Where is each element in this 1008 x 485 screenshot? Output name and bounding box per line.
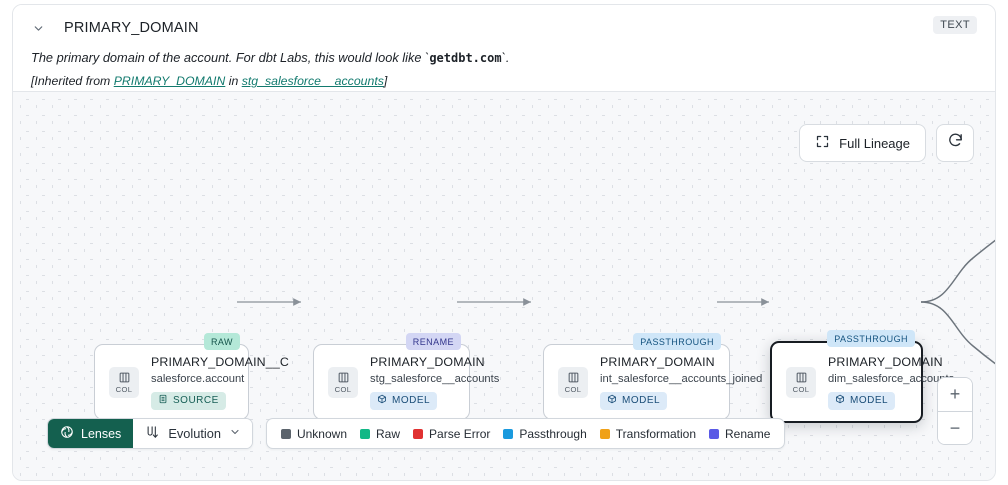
node-name: PRIMARY_DOMAIN (600, 354, 715, 369)
zoom-controls: + − (937, 377, 973, 445)
legend-swatch-unknown (280, 428, 291, 439)
inherited-suffix: ] (383, 74, 388, 89)
lenses-evolution-group: Lenses Evolution (47, 418, 253, 449)
node-body: PRIMARY_DOMAIN__C salesforce.account SOU… (151, 352, 289, 413)
node-badge: RAW (203, 333, 240, 350)
legend-item: Passthrough (503, 426, 587, 441)
node-body: PRIMARY_DOMAIN dim_salesforce_accounts M… (828, 352, 954, 413)
legend-label: Rename (725, 426, 771, 441)
legend-label: Unknown (296, 426, 347, 441)
legend-label: Transformation (615, 426, 697, 441)
node-body: PRIMARY_DOMAIN int_salesforce__accounts_… (600, 352, 762, 413)
column-icon-label: COL (115, 384, 133, 394)
legend-swatch-raw (360, 428, 370, 439)
column-icon: COL (558, 366, 588, 398)
legend-item: Parse Error (413, 427, 490, 441)
column-icon-label: COL (792, 384, 810, 394)
cube-icon (377, 394, 387, 407)
node-subtitle: dim_salesforce_accounts (828, 372, 955, 385)
inherited-note: [Inherited from PRIMARY_DOMAIN in stg_sa… (31, 74, 977, 90)
legend-item: Rename (709, 427, 770, 441)
evolution-dropdown[interactable]: Evolution (133, 419, 252, 448)
column-lineage-card: PRIMARY_DOMAIN TEXT The primary domain o… (12, 4, 996, 481)
legend-swatch-rename (709, 428, 720, 439)
node-type-tag: SOURCE (151, 391, 226, 410)
inherited-prefix: [Inherited from (31, 74, 114, 89)
canvas-toolbar: Full Lineage (799, 124, 974, 162)
column-icon-label: COL (564, 384, 582, 394)
node-type-tag: MODEL (600, 391, 668, 410)
node-body: PRIMARY_DOMAIN stg_salesforce__accounts … (370, 352, 499, 413)
full-lineage-button[interactable]: Full Lineage (799, 124, 926, 162)
cube-icon (607, 394, 617, 407)
legend-swatch-parse-error (413, 428, 424, 439)
zoom-out-button[interactable]: − (938, 411, 972, 444)
zoom-in-button[interactable]: + (938, 378, 972, 411)
evolution-label: Evolution (168, 426, 221, 441)
node-type-label: SOURCE (173, 395, 219, 406)
description-code: getdbt.com (429, 51, 502, 65)
node-type-tag: MODEL (370, 391, 438, 410)
node-name: PRIMARY_DOMAIN__C (151, 354, 289, 369)
inherited-model-link[interactable]: stg_salesforce__accounts (241, 74, 384, 89)
cube-icon (835, 394, 845, 407)
legend-item: Raw (360, 427, 400, 441)
column-icon: COL (786, 366, 816, 398)
legend-swatch-transformation (599, 428, 610, 439)
bottom-toolbar: Lenses Evolution Unknown (47, 418, 786, 449)
legend-label: Raw (376, 426, 401, 441)
legend-label: Passthrough (519, 426, 587, 441)
aperture-icon (60, 425, 74, 442)
node-subtitle: stg_salesforce__accounts (370, 372, 500, 385)
node-type-tag: MODEL (828, 391, 896, 410)
node-type-label: MODEL (622, 395, 661, 406)
node-subtitle: int_salesforce__accounts_joined (600, 372, 763, 385)
expand-icon (815, 134, 830, 152)
lineage-node[interactable]: PASSTHROUGH COL PRIMARY_DOMAIN int_sales… (543, 333, 762, 420)
column-icon: COL (109, 366, 139, 398)
full-lineage-label: Full Lineage (839, 135, 910, 151)
node-badge: RENAME (405, 333, 461, 350)
lineage-node[interactable]: RENAME COL PRIMARY_DOMAIN stg_salesforce… (313, 333, 499, 420)
description-prefix: The primary domain of the account. For d… (31, 50, 430, 65)
node-badge: PASSTHROUGH (633, 333, 721, 350)
column-type-badge: TEXT (933, 16, 977, 34)
node-type-label: MODEL (850, 395, 889, 406)
lineage-canvas[interactable]: Full Lineage RAW COL PRIMARY_DOMAIN__C s… (13, 91, 995, 480)
node-type-label: MODEL (392, 395, 431, 406)
legend-item: Unknown (280, 426, 347, 441)
database-icon (158, 394, 168, 407)
column-icon: COL (328, 366, 358, 398)
chevron-down-icon[interactable] (31, 21, 45, 35)
legend-swatch-passthrough (503, 428, 514, 439)
lineage-node-selected[interactable]: PASSTHROUGH COL PRIMARY_DOMAIN dim_sales… (770, 330, 954, 423)
node-badge: PASSTHROUGH (827, 330, 915, 347)
column-description: The primary domain of the account. For d… (31, 49, 977, 66)
node-name: PRIMARY_DOMAIN (370, 354, 485, 369)
node-subtitle: salesforce.account (151, 372, 245, 385)
refresh-icon (947, 132, 964, 154)
lineage-legend: Unknown Raw Parse Error Passthrough Tran… (265, 418, 786, 449)
page-title: PRIMARY_DOMAIN (64, 20, 199, 36)
legend-label: Parse Error (429, 426, 491, 441)
inherited-middle: in (225, 74, 242, 89)
column-icon-label: COL (334, 384, 352, 394)
node-name: PRIMARY_DOMAIN (828, 354, 943, 369)
legend-item: Transformation (599, 426, 697, 441)
refresh-button[interactable] (936, 124, 974, 162)
inherited-column-link[interactable]: PRIMARY_DOMAIN (113, 74, 226, 89)
column-header: PRIMARY_DOMAIN TEXT The primary domain o… (13, 5, 995, 90)
lenses-button[interactable]: Lenses (48, 419, 134, 448)
chevron-down-icon (229, 426, 241, 441)
lineage-node[interactable]: RAW COL PRIMARY_DOMAIN__C salesforce.acc… (94, 333, 289, 420)
evolution-icon (145, 425, 160, 443)
description-suffix: `. (501, 50, 510, 65)
lenses-label: Lenses (81, 426, 122, 441)
